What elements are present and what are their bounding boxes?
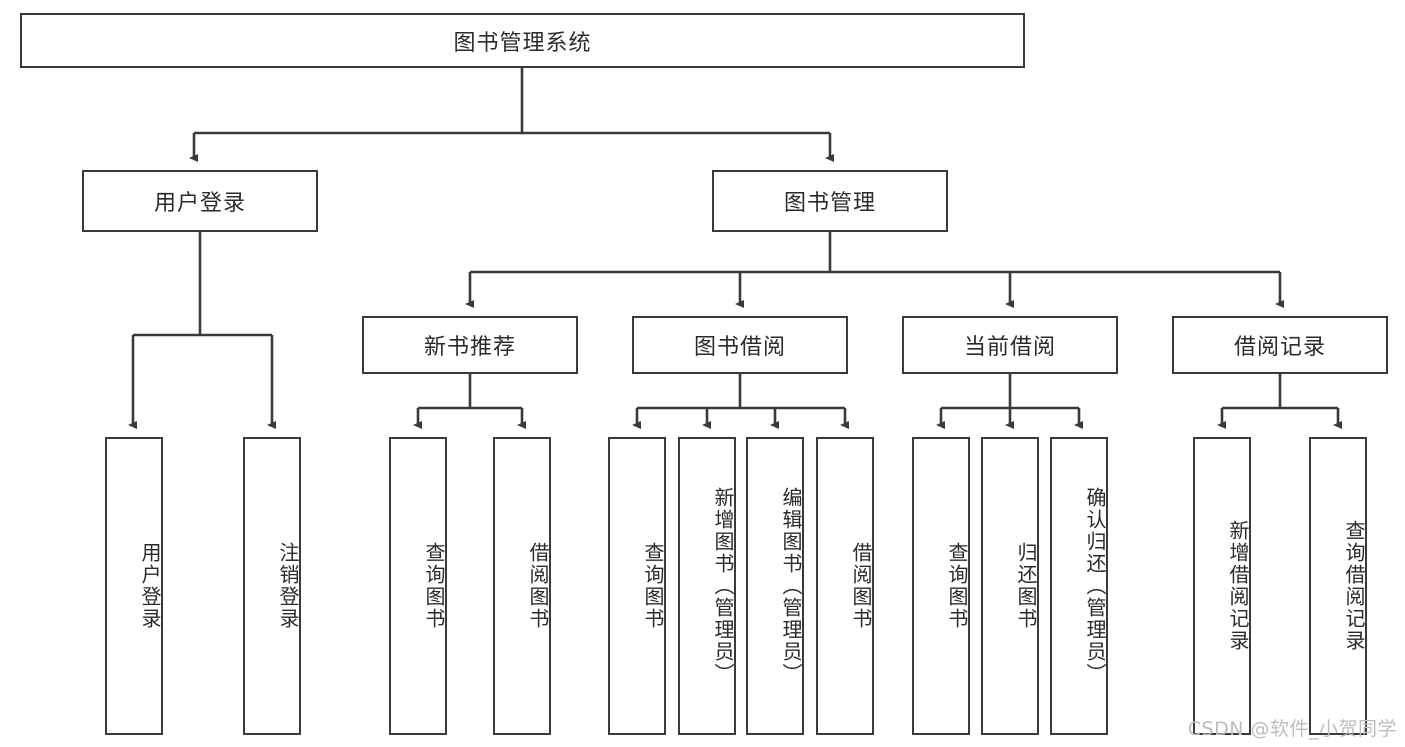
- node-leaf-query-book-1-label: 查询图书: [422, 542, 446, 630]
- node-leaf-return-book-label: 归还图书: [1014, 542, 1038, 630]
- node-user-login[interactable]: 用户登录: [82, 170, 318, 232]
- node-leaf-query-record-label: 查询借阅记录: [1342, 520, 1366, 652]
- node-leaf-query-record[interactable]: 查询借阅记录: [1309, 437, 1367, 735]
- node-book-manage-label: 图书管理: [783, 191, 876, 216]
- node-leaf-query-book-3-label: 查询图书: [945, 542, 969, 630]
- node-current-borrow-label: 当前借阅: [963, 335, 1056, 360]
- node-leaf-borrow-book-2-label: 借阅图书: [849, 542, 873, 630]
- node-borrow-record-label: 借阅记录: [1233, 335, 1326, 360]
- node-leaf-query-book-1[interactable]: 查询图书: [389, 437, 447, 735]
- node-leaf-query-book-2[interactable]: 查询图书: [608, 437, 666, 735]
- node-root-label: 图书管理系统: [453, 30, 592, 56]
- node-leaf-confirm-return-label: 确认归还（管理员）: [1083, 487, 1107, 685]
- node-leaf-query-book-3[interactable]: 查询图书: [912, 437, 970, 735]
- node-leaf-return-book[interactable]: 归还图书: [981, 437, 1039, 735]
- node-leaf-add-book-label: 新增图书（管理员）: [711, 487, 735, 685]
- node-user-login-label: 用户登录: [153, 191, 246, 216]
- node-leaf-edit-book[interactable]: 编辑图书（管理员）: [746, 437, 804, 735]
- node-leaf-borrow-book-1-label: 借阅图书: [526, 542, 550, 630]
- node-current-borrow[interactable]: 当前借阅: [902, 316, 1118, 374]
- node-leaf-user-login[interactable]: 用户登录: [105, 437, 163, 735]
- node-borrow-record[interactable]: 借阅记录: [1172, 316, 1388, 374]
- node-leaf-add-book[interactable]: 新增图书（管理员）: [678, 437, 736, 735]
- node-new-book-recommend[interactable]: 新书推荐: [362, 316, 578, 374]
- node-leaf-logout-login[interactable]: 注销登录: [243, 437, 301, 735]
- node-leaf-add-record-label: 新增借阅记录: [1226, 520, 1250, 652]
- node-leaf-query-book-2-label: 查询图书: [641, 542, 665, 630]
- node-leaf-add-record[interactable]: 新增借阅记录: [1193, 437, 1251, 735]
- node-book-borrow-label: 图书借阅: [693, 335, 786, 360]
- node-book-borrow[interactable]: 图书借阅: [632, 316, 848, 374]
- node-book-manage[interactable]: 图书管理: [712, 170, 948, 232]
- node-leaf-confirm-return[interactable]: 确认归还（管理员）: [1050, 437, 1108, 735]
- node-new-book-recommend-label: 新书推荐: [423, 335, 516, 360]
- node-leaf-borrow-book-1[interactable]: 借阅图书: [493, 437, 551, 735]
- node-root[interactable]: 图书管理系统: [20, 13, 1025, 68]
- node-leaf-borrow-book-2[interactable]: 借阅图书: [816, 437, 874, 735]
- node-leaf-user-login-label: 用户登录: [138, 542, 162, 630]
- node-leaf-logout-login-label: 注销登录: [276, 542, 300, 630]
- node-leaf-edit-book-label: 编辑图书（管理员）: [779, 487, 803, 685]
